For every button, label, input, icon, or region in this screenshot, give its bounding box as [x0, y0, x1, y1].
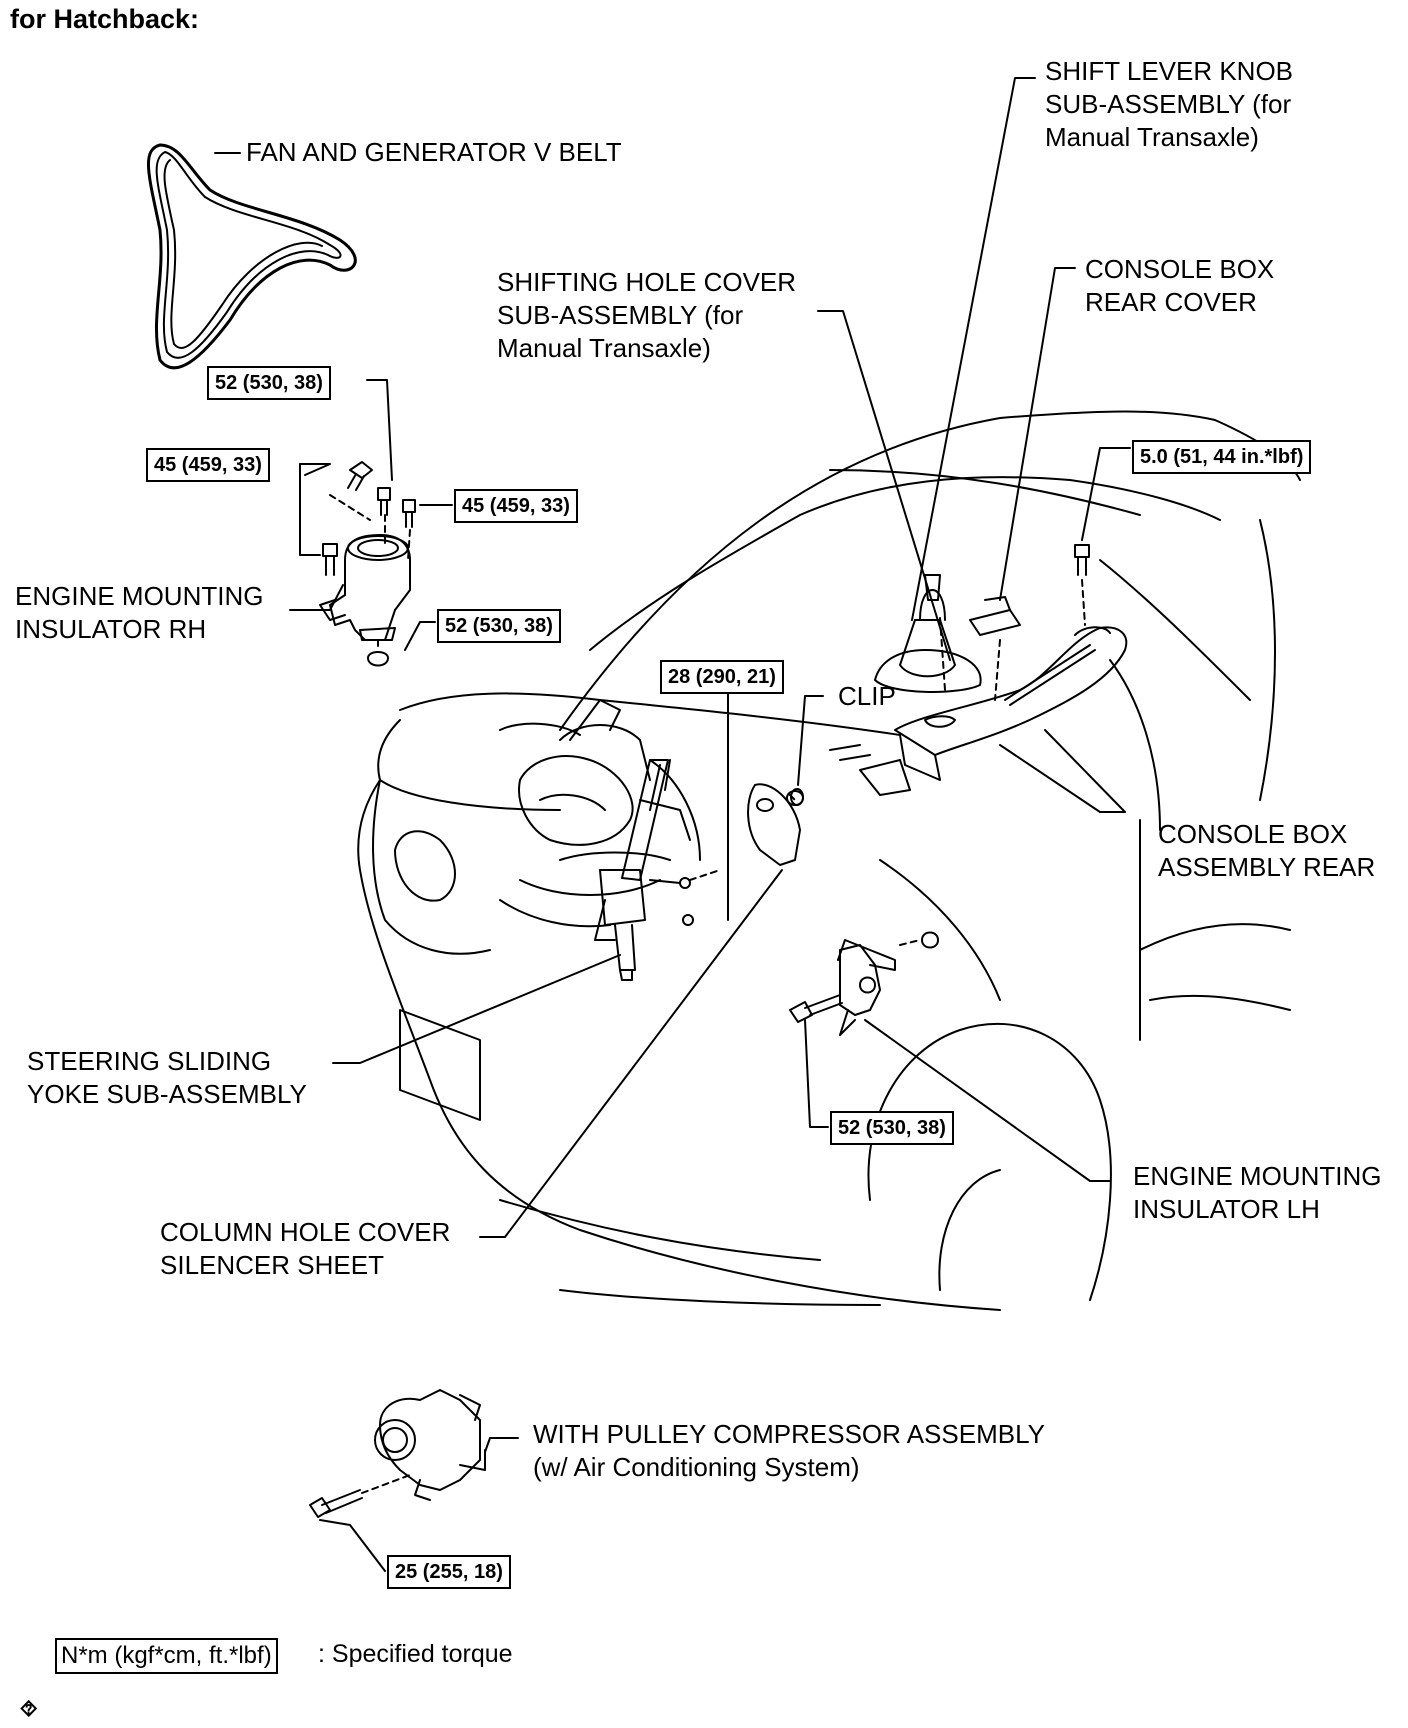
v-belt-icon [147, 143, 357, 370]
steering-shaft-icon [594, 759, 694, 981]
engine-bay [499, 699, 701, 928]
label-line: CONSOLE BOX [1085, 254, 1275, 284]
label-line: Manual Transaxle) [497, 333, 711, 363]
label-shifting-hole-cover: SHIFTING HOLE COVER SUB-ASSEMBLY (for Ma… [497, 266, 796, 365]
label-line: SILENCER SHEET [160, 1250, 384, 1280]
label-compressor: WITH PULLEY COMPRESSOR ASSEMBLY (w/ Air … [533, 1418, 1045, 1484]
label-line: SHIFTING HOLE COVER [497, 267, 797, 297]
label-shift-knob: SHIFT LEVER KNOB SUB-ASSEMBLY (for Manua… [1045, 55, 1293, 154]
compressor-icon [309, 1389, 486, 1518]
torque-box: 45 (459, 33) [146, 448, 270, 482]
label-line: Manual Transaxle) [1045, 122, 1259, 152]
console-rear-cover-icon [969, 596, 1021, 636]
torque-box: 52 (530, 38) [207, 366, 331, 400]
label-line: (w/ Air Conditioning System) [533, 1452, 860, 1482]
label-line: SUB-ASSEMBLY (for [497, 300, 744, 330]
shift-boot-icon [874, 574, 982, 693]
legend-text: : Specified torque [318, 1640, 513, 1668]
footer-mark: ⯑ [20, 1696, 38, 1721]
page-title: for Hatchback: [10, 4, 200, 34]
torque-box: 52 (530, 38) [437, 609, 561, 643]
label-line: STEERING SLIDING [27, 1046, 272, 1076]
label-line: ENGINE MOUNTING [15, 581, 264, 611]
label-engine-mount-lh: ENGINE MOUNTING INSULATOR LH [1133, 1160, 1381, 1226]
torque-box: 5.0 (51, 44 in.*lbf) [1132, 440, 1312, 474]
clip-icon [790, 788, 804, 806]
legend-unit-box: N*m (kgf*cm, ft.*lbf) [55, 1638, 278, 1674]
bolt-icon [1074, 544, 1090, 576]
dashed-lines [329, 494, 411, 651]
label-line: SHIFT LEVER KNOB [1045, 56, 1294, 86]
label-steering-yoke: STEERING SLIDING YOKE SUB-ASSEMBLY [27, 1045, 307, 1111]
bolt-icon [322, 461, 416, 667]
label-line: INSULATOR LH [1133, 1194, 1320, 1224]
label-line: WITH PULLEY COMPRESSOR ASSEMBLY [533, 1419, 1045, 1449]
column-hole-cover-icon [747, 783, 804, 866]
label-clip: CLIP [838, 681, 896, 711]
label-line: ASSEMBLY REAR [1158, 852, 1376, 882]
label-line: COLUMN HOLE COVER [160, 1217, 451, 1247]
label-line: ENGINE MOUNTING [1133, 1161, 1382, 1191]
label-console-rear-cover: CONSOLE BOX REAR COVER [1085, 253, 1274, 319]
torque-box: 45 (459, 33) [454, 489, 578, 523]
engine-mount-lh-icon [789, 931, 939, 1036]
dashed-lines [361, 1474, 411, 1494]
label-line: SUB-ASSEMBLY (for [1045, 89, 1292, 119]
torque-box: 52 (530, 38) [830, 1111, 954, 1145]
label-column-hole-cover: COLUMN HOLE COVER SILENCER SHEET [160, 1216, 450, 1282]
engine-mount-rh-icon [319, 534, 411, 641]
label-line: INSULATOR RH [15, 614, 207, 644]
car-outline [357, 410, 1301, 1311]
leader-lines [214, 77, 1131, 1572]
label-line: REAR COVER [1085, 287, 1257, 317]
torque-box: 25 (255, 18) [387, 1555, 511, 1589]
label-fan-belt: FAN AND GENERATOR V BELT [246, 137, 622, 167]
label-engine-mount-rh: ENGINE MOUNTING INSULATOR RH [15, 580, 263, 646]
label-console-box-rear: CONSOLE BOX ASSEMBLY REAR [1158, 818, 1375, 884]
torque-box: 28 (290, 21) [660, 660, 784, 694]
label-line: CONSOLE BOX [1158, 819, 1348, 849]
label-line: YOKE SUB-ASSEMBLY [27, 1079, 307, 1109]
